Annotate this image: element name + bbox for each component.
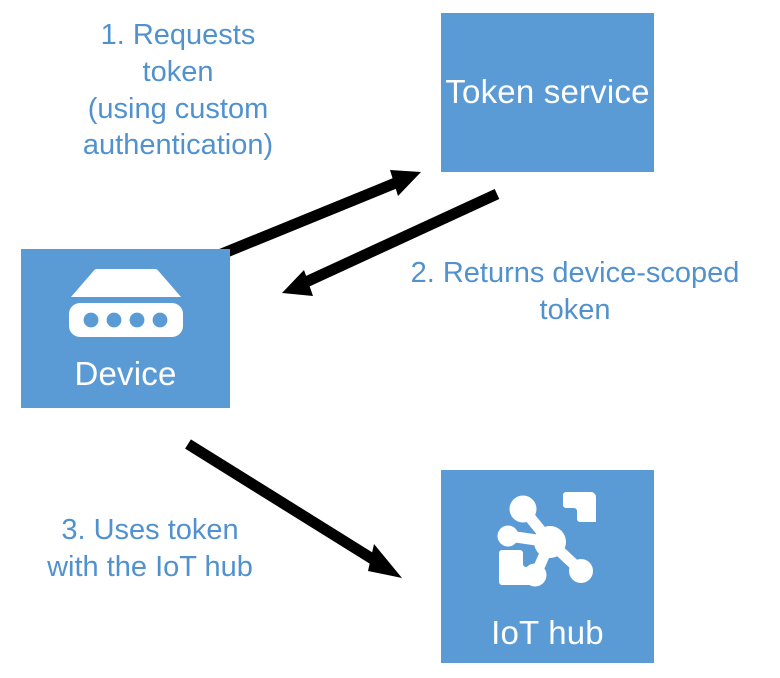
node-iot-hub[interactable]: IoT hub xyxy=(441,470,654,663)
step-3-label: 3. Uses token with the IoT hub xyxy=(47,514,253,583)
device-gateway-icon xyxy=(65,267,187,344)
node-device[interactable]: Device xyxy=(21,249,230,408)
node-token-service-label: Token service xyxy=(445,73,650,111)
node-iot-hub-label: IoT hub xyxy=(491,614,604,651)
node-token-service[interactable]: Token service xyxy=(441,13,654,172)
step-2-label: 2. Returns device-scoped token xyxy=(410,257,740,326)
arrow-step-1 xyxy=(199,170,421,268)
node-device-label: Device xyxy=(74,355,177,392)
step-1-label: 1. Requests token (using custom authenti… xyxy=(82,19,274,162)
iot-hub-network-icon xyxy=(492,484,604,601)
